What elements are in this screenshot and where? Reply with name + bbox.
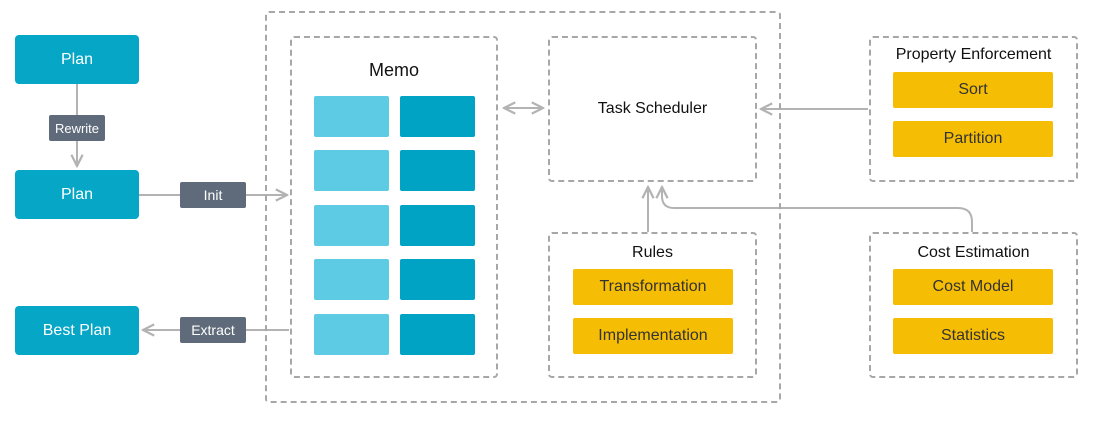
rules-box: Rules [548, 232, 757, 378]
optimizer-boundary [265, 11, 781, 403]
memo-group-cell [400, 150, 475, 191]
task-scheduler-title: Task Scheduler [597, 100, 708, 117]
partition-box: Partition [893, 121, 1053, 157]
memo-box: Memo [290, 36, 498, 378]
property-enforcement-box: Property Enforcement [869, 36, 1078, 182]
property-enforcement-title: Property Enforcement [895, 46, 1052, 63]
memo-group-cell [314, 259, 389, 300]
plan-node-top: Plan [15, 35, 139, 84]
transformation-box: Transformation [573, 269, 733, 305]
sort-box: Sort [893, 72, 1053, 108]
cost-scheduler-arrow [662, 187, 973, 232]
implementation-box: Implementation [573, 318, 733, 354]
cost-estimation-title: Cost Estimation [917, 244, 1030, 261]
extract-label: Extract [180, 317, 246, 343]
rules-title: Rules [632, 244, 673, 261]
memo-group-cell [314, 205, 389, 246]
memo-group-cell [314, 150, 389, 191]
memo-group-cell [400, 96, 475, 137]
memo-title: Memo [368, 60, 419, 80]
cost-model-box: Cost Model [893, 269, 1053, 305]
memo-group-cell [400, 205, 475, 246]
cost-estimation-box: Cost Estimation [869, 232, 1078, 378]
memo-group-cell [314, 96, 389, 137]
statistics-box: Statistics [893, 318, 1053, 354]
plan-node-middle: Plan [15, 170, 139, 219]
best-plan-node: Best Plan [15, 306, 139, 355]
init-label: Init [180, 182, 246, 208]
memo-group-cell [400, 314, 475, 355]
memo-group-cell [400, 259, 475, 300]
memo-group-cell [314, 314, 389, 355]
rewrite-label: Rewrite [49, 115, 105, 141]
task-scheduler-box: Task Scheduler [548, 36, 757, 182]
